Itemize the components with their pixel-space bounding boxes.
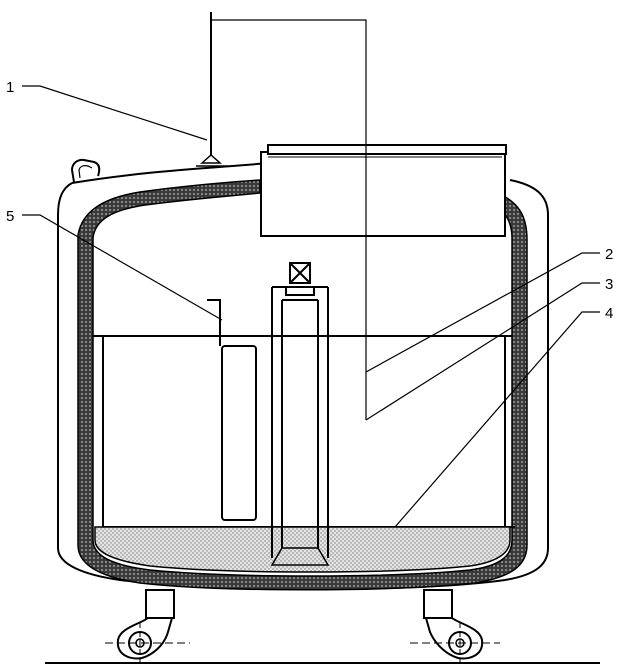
- canister-hook: [207, 299, 221, 346]
- valve-cross-b: [289, 262, 311, 284]
- leader-3: [365, 282, 600, 421]
- lid-housing: [260, 151, 506, 237]
- caster-right: [410, 589, 500, 662]
- label-4: 4: [605, 305, 613, 322]
- label-1: 1: [6, 79, 14, 96]
- caster-left: [105, 589, 190, 662]
- handle-inner: [78, 165, 93, 179]
- reference-line: [211, 19, 367, 420]
- fill-rod-base: [200, 153, 222, 164]
- label-5: 5: [6, 208, 14, 225]
- column-cap: [271, 287, 315, 296]
- leader-5: [22, 214, 223, 321]
- handle: [70, 158, 101, 183]
- central-column: [271, 286, 329, 558]
- label-3: 3: [605, 276, 613, 293]
- label-2: 2: [605, 246, 613, 263]
- leader-1: [22, 85, 208, 141]
- lid-cap: [267, 144, 507, 155]
- leader-2: [365, 252, 600, 373]
- insulation-layer: [77, 179, 528, 591]
- column-foot: [270, 547, 330, 566]
- leader-4: [394, 311, 600, 528]
- canister: [221, 345, 257, 521]
